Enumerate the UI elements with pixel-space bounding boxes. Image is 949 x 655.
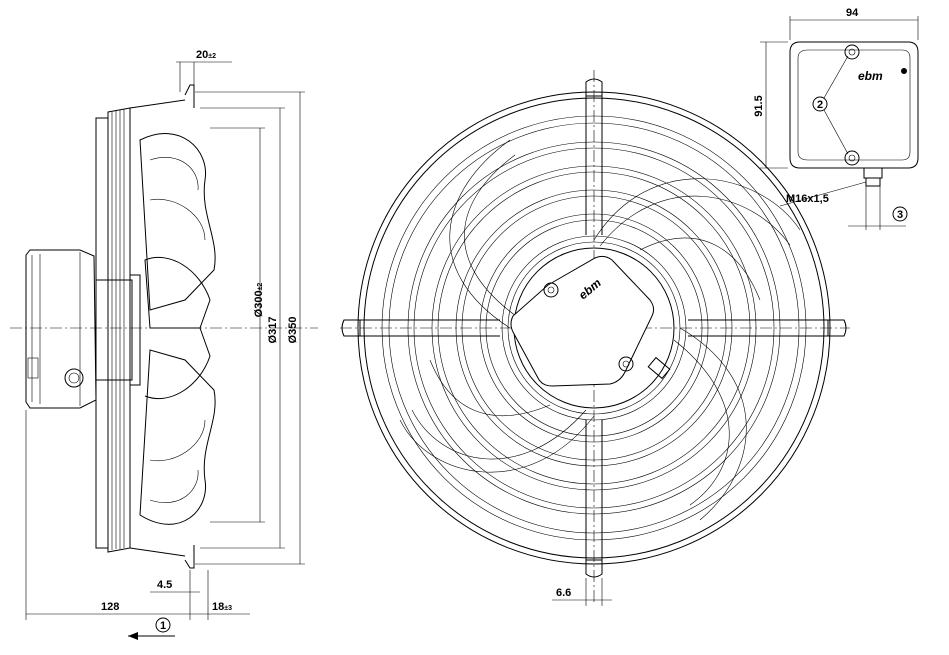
mount-tab-top <box>585 78 603 97</box>
front-terminal-box <box>510 255 655 387</box>
front-blade-3 <box>399 415 595 473</box>
front-cable-gland <box>647 356 671 380</box>
mount-tab-bottom <box>585 559 603 578</box>
guard-outer-ring <box>357 91 831 565</box>
svg-text:2: 2 <box>817 99 823 111</box>
side-fins <box>107 107 131 553</box>
dim-20: 20±2 <box>196 49 216 61</box>
dim-91-5: 91.5 <box>753 95 765 116</box>
dim-350: Ø350 <box>287 317 299 344</box>
svg-text:3: 3 <box>897 209 903 221</box>
callout-2 <box>812 96 828 112</box>
callout-3 <box>892 206 908 222</box>
front-blade-4 <box>449 139 511 329</box>
side-blade-bottom <box>139 349 216 525</box>
dim-18: 18±3 <box>212 601 232 613</box>
side-motor-plate <box>95 117 109 549</box>
detail-logo: ebm <box>858 69 883 83</box>
side-motor-box <box>25 249 97 409</box>
thread-label: M16x1,5 <box>786 193 829 205</box>
front-blade-2 <box>679 327 747 521</box>
dim-128: 128 <box>101 601 119 613</box>
side-blade-top <box>139 133 216 311</box>
terminal-box-detail: ebm 2 M16x1,5 3 94 91.5 <box>753 7 919 230</box>
detail-screw-bottom <box>844 150 860 166</box>
front-view: ebm 6.6 <box>340 70 850 606</box>
dim-6-6: 6.6 <box>556 587 571 599</box>
front-screw-2 <box>618 356 634 372</box>
dim-94: 94 <box>846 7 859 19</box>
dim-317: Ø317 <box>267 317 279 344</box>
detail-box-outline <box>789 41 919 169</box>
dim-4-5: 4.5 <box>157 579 172 591</box>
detail-gland <box>863 167 883 179</box>
side-cable-gland <box>64 368 84 388</box>
svg-text:1: 1 <box>160 620 166 632</box>
mount-tab-left <box>341 319 361 337</box>
side-view: Ø300±2 Ø317 Ø350 20±2 128 4.5 18±3 1 <box>10 49 318 640</box>
side-mount-top <box>184 84 195 108</box>
side-hub <box>95 279 133 381</box>
callout-1 <box>155 617 171 633</box>
mount-tab-right <box>827 319 847 337</box>
front-screw-1 <box>543 282 559 298</box>
dim-300: Ø300±2 <box>253 283 265 318</box>
side-mount-bottom <box>184 545 195 569</box>
front-blade-1 <box>593 178 801 241</box>
detail-screw-top <box>844 44 860 60</box>
